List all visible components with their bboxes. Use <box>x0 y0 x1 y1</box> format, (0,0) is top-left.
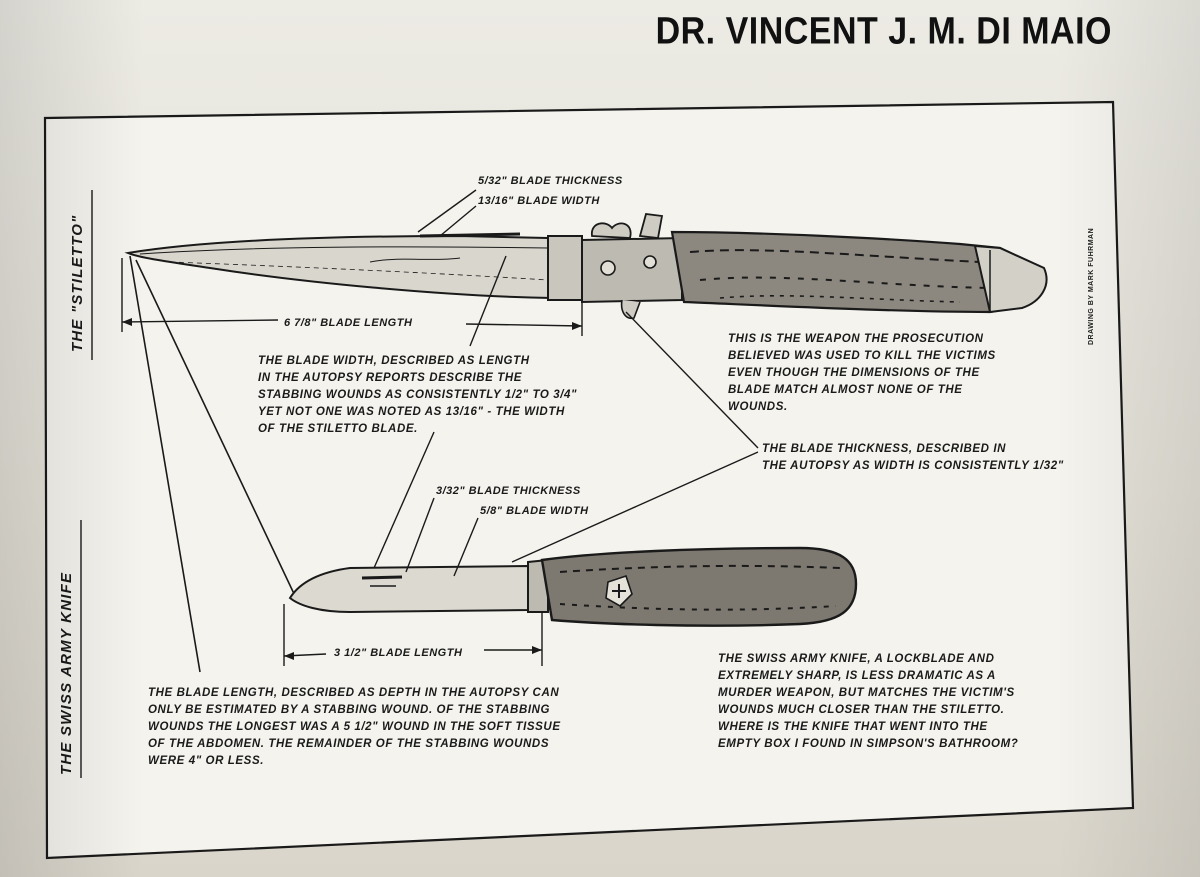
swiss-thickness-label: 3/32" BLADE THICKNESS <box>436 485 581 497</box>
width-note-leader-lower <box>373 431 435 569</box>
svg-text:WERE 4" OR LESS.: WERE 4" OR LESS. <box>148 755 264 767</box>
svg-text:WOUNDS MUCH CLOSER THAN THE ST: WOUNDS MUCH CLOSER THAN THE STILETTO. <box>718 704 1004 716</box>
blade-thickness-note: THE BLADE THICKNESS, DESCRIBED IN THE AU… <box>762 443 1064 472</box>
svg-text:EMPTY BOX I FOUND IN SIMPSON'S: EMPTY BOX I FOUND IN SIMPSON'S BATHROOM? <box>718 738 1018 750</box>
width-note-leader <box>469 255 507 347</box>
blade-length-note: THE BLADE LENGTH, DESCRIBED AS DEPTH IN … <box>148 687 561 767</box>
length-leader-left <box>129 255 201 673</box>
swiss-width-label: 5/8" BLADE WIDTH <box>480 505 589 517</box>
stiletto-knife <box>124 213 1048 320</box>
svg-text:YET NOT ONE WAS NOTED AS 13/16: YET NOT ONE WAS NOTED AS 13/16" - THE WI… <box>258 406 565 418</box>
thickness-note-leader-down <box>511 451 759 563</box>
svg-text:MURDER WEAPON, BUT MATCHES THE: MURDER WEAPON, BUT MATCHES THE VICTIM'S <box>718 687 1015 699</box>
svg-text:THE BLADE WIDTH, DESCRIBED AS: THE BLADE WIDTH, DESCRIBED AS LENGTH <box>258 355 530 367</box>
svg-text:EXTREMELY SHARP, IS LESS DRAMA: EXTREMELY SHARP, IS LESS DRAMATIC AS A <box>718 670 996 682</box>
drawing-credit: DRAWING BY MARK FUHRMAN <box>1088 228 1095 345</box>
stiletto-length-dimension: 6 7/8" BLADE LENGTH <box>121 258 583 336</box>
swiss-army-knife <box>288 546 858 627</box>
swiss-summary-note: THE SWISS ARMY KNIFE, A LOCKBLADE AND EX… <box>718 653 1018 750</box>
running-header-author: DR. VINCENT J. M. DI MAIO <box>655 10 1112 53</box>
swiss-width-leader <box>453 517 479 577</box>
svg-text:THE BLADE LENGTH, DESCRIBED AS: THE BLADE LENGTH, DESCRIBED AS DEPTH IN … <box>148 687 559 699</box>
svg-text:ONLY BE ESTIMATED BY A STABBIN: ONLY BE ESTIMATED BY A STABBING WOUND. O… <box>148 704 550 716</box>
svg-text:OF THE STILETTO BLADE.: OF THE STILETTO BLADE. <box>258 423 418 435</box>
svg-text:THE AUTOPSY AS WIDTH IS CONSIS: THE AUTOPSY AS WIDTH IS CONSISTENTLY 1/3… <box>762 460 1064 472</box>
stiletto-thickness-leader <box>417 189 477 233</box>
svg-text:STABBING WOUNDS AS CONSISTENTL: STABBING WOUNDS AS CONSISTENTLY 1/2" TO … <box>258 389 577 401</box>
svg-text:THE SWISS ARMY KNIFE: THE SWISS ARMY KNIFE <box>58 572 75 775</box>
stiletto-width-note: THE BLADE WIDTH, DESCRIBED AS LENGTH IN … <box>258 355 577 435</box>
swiss-length-label: 3 1/2" BLADE LENGTH <box>334 647 463 659</box>
swiss-side-title: THE SWISS ARMY KNIFE <box>58 520 82 778</box>
swiss-length-dimension: 3 1/2" BLADE LENGTH <box>283 604 543 666</box>
svg-text:BLADE MATCH ALMOST NONE OF THE: BLADE MATCH ALMOST NONE OF THE <box>728 384 963 396</box>
svg-text:THE SWISS ARMY KNIFE, A LOCKBL: THE SWISS ARMY KNIFE, A LOCKBLADE AND <box>718 653 994 665</box>
svg-text:WOUNDS THE LONGEST WAS A 5 1/2: WOUNDS THE LONGEST WAS A 5 1/2" WOUND IN… <box>148 721 561 733</box>
svg-text:THE "STILETTO": THE "STILETTO" <box>69 215 86 352</box>
svg-text:IN THE AUTOPSY REPORTS DESCRIB: IN THE AUTOPSY REPORTS DESCRIBE THE <box>258 372 522 384</box>
stiletto-side-title: THE "STILETTO" <box>69 190 93 360</box>
stiletto-width-leader <box>439 205 477 237</box>
svg-text:OF THE ABDOMEN. THE REMAINDER: OF THE ABDOMEN. THE REMAINDER OF THE STA… <box>148 738 549 750</box>
svg-text:THIS IS THE WEAPON THE PROSECU: THIS IS THE WEAPON THE PROSECUTION <box>728 333 984 345</box>
svg-text:EVEN THOUGH THE DIMENSIONS OF: EVEN THOUGH THE DIMENSIONS OF THE <box>728 367 980 379</box>
svg-text:BELIEVED WAS USED TO KILL THE: BELIEVED WAS USED TO KILL THE VICTIMS <box>728 350 996 362</box>
stiletto-width-label: 13/16" BLADE WIDTH <box>478 195 600 207</box>
svg-text:THE BLADE THICKNESS, DESCRIBED: THE BLADE THICKNESS, DESCRIBED IN <box>762 443 1006 455</box>
stiletto-length-label: 6 7/8" BLADE LENGTH <box>284 317 413 329</box>
svg-text:WOUNDS.: WOUNDS. <box>728 401 788 413</box>
stiletto-thickness-label: 5/32" BLADE THICKNESS <box>478 175 623 187</box>
stiletto-weapon-note: THIS IS THE WEAPON THE PROSECUTION BELIE… <box>728 333 996 413</box>
thickness-note-leader-up <box>625 311 759 449</box>
swiss-thickness-leader <box>405 497 435 573</box>
svg-text:WHERE IS THE KNIFE THAT WENT I: WHERE IS THE KNIFE THAT WENT INTO THE <box>718 721 988 733</box>
length-leader-right <box>135 259 297 599</box>
